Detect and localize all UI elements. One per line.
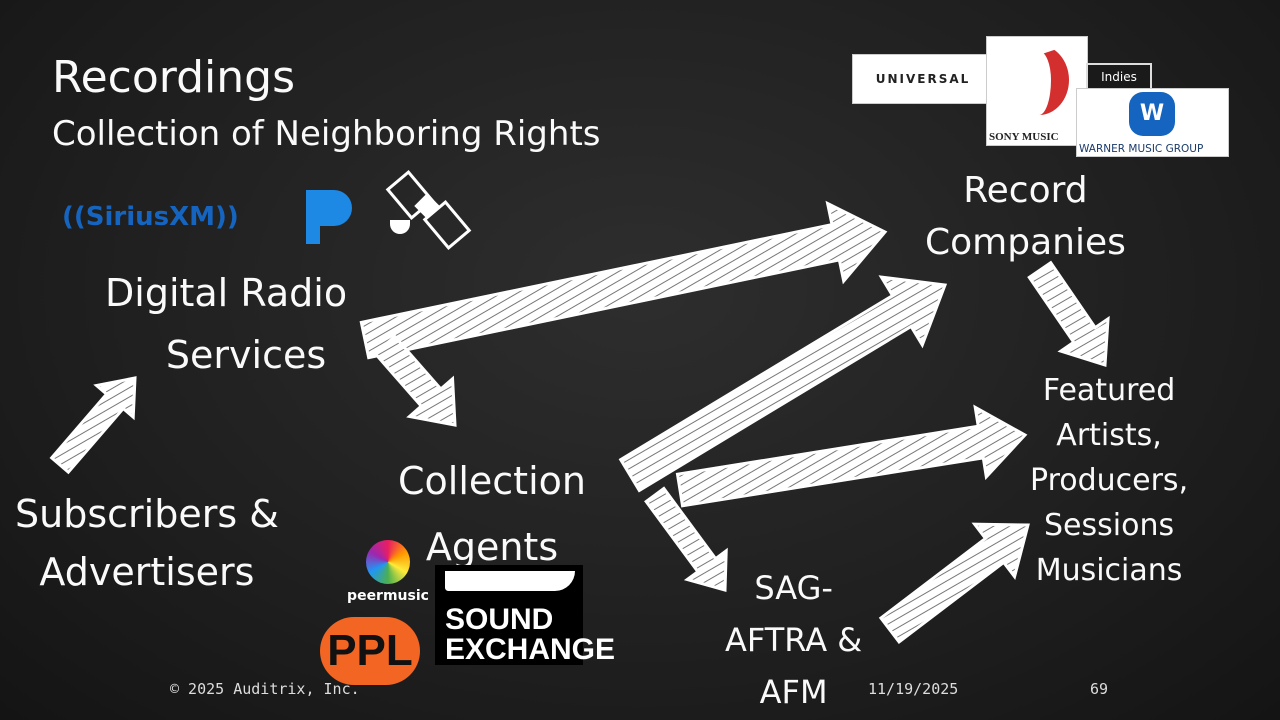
- footer-date: 11/19/2025: [868, 680, 959, 698]
- siriusxm-text: SiriusXM: [85, 202, 216, 232]
- node-line: Subscribers &: [15, 492, 279, 536]
- node-line: Advertisers: [39, 550, 255, 594]
- slide-subtitle: Collection of Neighboring Rights: [52, 114, 601, 154]
- sony-text: SONY MUSIC: [989, 131, 1059, 143]
- pandora-logo: [306, 190, 354, 244]
- node-line: Agents: [425, 525, 559, 569]
- node-line: AFM: [759, 673, 828, 711]
- flow-arrow: [359, 200, 888, 360]
- node-line: Services: [165, 333, 327, 377]
- sony-swoosh-icon: [1009, 45, 1069, 115]
- node-record-companies: Record Companies: [925, 165, 1126, 269]
- universal-logo: UNIVERSAL: [852, 54, 994, 104]
- warner-w-icon: W: [1129, 92, 1175, 136]
- siriusxm-logo: ((SiriusXM)): [62, 202, 239, 232]
- footer-page-number: 69: [1090, 680, 1109, 698]
- flow-arrow: [878, 522, 1030, 645]
- node-collection-agents: Collection Agents: [398, 448, 586, 580]
- node-line: Artists,: [1056, 418, 1162, 453]
- flow-arrow: [618, 275, 948, 493]
- node-line: Sessions: [1044, 508, 1175, 543]
- indies-label: Indies: [1086, 63, 1152, 91]
- peermusic-logo: peermusic: [338, 540, 438, 604]
- satellite-icon: [385, 170, 472, 250]
- ppl-logo: PPL: [320, 617, 420, 685]
- node-line: Musicians: [1035, 553, 1183, 588]
- node-line: Producers,: [1030, 463, 1189, 498]
- flow-arrow: [675, 404, 1028, 508]
- soundexchange-line: SOUND: [445, 603, 554, 636]
- node-sag-aftra: SAG- AFTRA & AFM: [725, 562, 862, 718]
- flow-arrow: [373, 334, 457, 427]
- footer-copyright: © 2025 Auditrix, Inc.: [170, 680, 360, 698]
- slide-title: Recordings: [52, 52, 295, 103]
- warner-music-logo: W WARNER MUSIC GROUP: [1076, 88, 1229, 157]
- node-line: Featured: [1042, 373, 1176, 408]
- soundexchange-line: EXCHANGE: [445, 633, 616, 666]
- peermusic-text: peermusic: [347, 588, 429, 604]
- node-line: Collection: [398, 459, 586, 503]
- soundexchange-logo: SOUND EXCHANGE: [435, 565, 616, 666]
- sony-music-logo: SONY MUSIC: [986, 36, 1088, 146]
- node-subscribers: Subscribers & Advertisers: [15, 485, 279, 601]
- node-digital-radio: Digital Radio Services: [105, 262, 347, 386]
- node-line: AFTRA &: [725, 621, 863, 659]
- warner-text: WARNER MUSIC GROUP: [1079, 143, 1204, 155]
- flow-arrow: [1027, 260, 1110, 368]
- node-line: Companies: [925, 222, 1126, 263]
- node-line: Record: [963, 170, 1088, 211]
- node-featured-artists: Featured Artists, Producers, Sessions Mu…: [1030, 368, 1188, 593]
- flow-arrow: [644, 486, 728, 592]
- flow-arrow: [49, 376, 137, 475]
- node-line: Digital Radio: [105, 271, 348, 315]
- node-line: SAG-: [754, 569, 833, 607]
